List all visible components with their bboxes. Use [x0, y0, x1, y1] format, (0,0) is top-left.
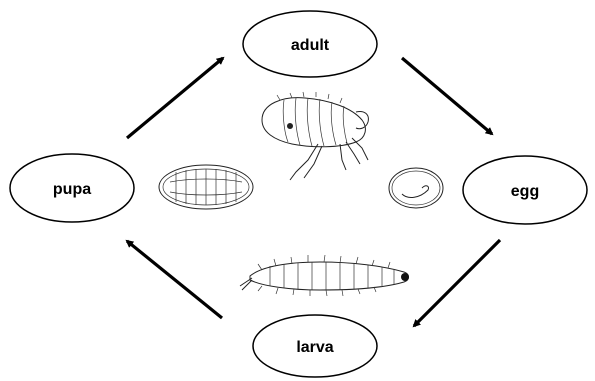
stage-label-adult: adult [291, 37, 330, 54]
arrow-pupa-to-adult [127, 58, 223, 138]
flea-pupa-drawing [159, 165, 253, 209]
stage-label-larva: larva [296, 339, 333, 356]
stage-label-egg: egg [511, 183, 539, 200]
arrow-adult-to-egg [402, 58, 492, 134]
stage-node-egg: egg [463, 156, 587, 224]
arrow-larva-to-pupa [127, 241, 222, 318]
stage-label-pupa: pupa [53, 181, 91, 198]
flea-adult-drawing [262, 92, 368, 180]
stage-node-adult: adult [243, 11, 377, 77]
arrow-egg-to-larva [414, 240, 500, 326]
stage-node-pupa: pupa [10, 154, 134, 222]
flea-egg-drawing [389, 168, 443, 208]
stage-node-larva: larva [253, 315, 377, 377]
flea-larva-drawing [240, 255, 409, 296]
